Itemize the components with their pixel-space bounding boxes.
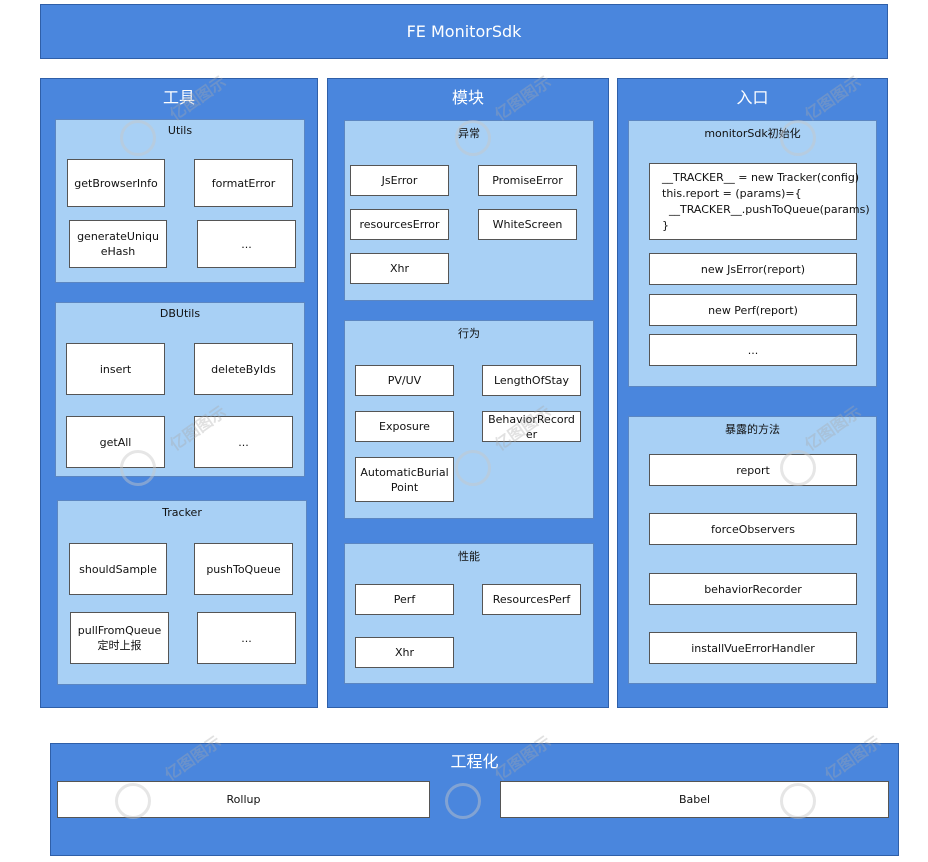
behavior-item-2: Exposure (355, 411, 454, 442)
utils-item-3: ... (197, 220, 296, 268)
exception-item-4: Xhr (350, 253, 449, 284)
utils-item-0: getBrowserInfo (67, 159, 165, 207)
utils-item-2: generateUniqueHash (69, 220, 167, 268)
engineering-item-rollup: Rollup (57, 781, 430, 818)
tracker-item-1: pushToQueue (194, 543, 293, 595)
modules-title: 模块 (451, 88, 484, 107)
dbutils-item-0: insert (66, 343, 165, 395)
utils-item-1: formatError (194, 159, 293, 207)
tracker-item-3: ... (197, 612, 296, 664)
init-item-1: new Perf(report) (649, 294, 857, 326)
methods-item-1: forceObservers (649, 513, 857, 545)
behavior-item-1: LengthOfStay (482, 365, 581, 396)
behavior-title: 行为 (458, 327, 480, 340)
sdk-title-bar: FE MonitorSdk (40, 4, 888, 59)
behavior-item-4: AutomaticBurialPoint (355, 457, 454, 502)
init-code-box: __TRACKER__ = new Tracker(config) this.r… (649, 163, 870, 240)
behavior-item-3: BehaviorRecorder (482, 411, 581, 442)
tools-title: 工具 (162, 88, 195, 107)
dbutils-item-3: ... (194, 416, 293, 468)
exception-title: 异常 (458, 127, 480, 140)
methods-title: 暴露的方法 (725, 423, 780, 436)
entry-title: 入口 (736, 88, 769, 107)
exception-item-3: WhiteScreen (478, 209, 577, 240)
dbutils-item-1: deleteByIds (194, 343, 293, 395)
init-item-2: ... (649, 334, 857, 366)
methods-item-2: behaviorRecorder (649, 573, 857, 605)
performance-title: 性能 (458, 550, 480, 563)
dbutils-item-2: getAll (66, 416, 165, 468)
tracker-item-0: shouldSample (69, 543, 167, 595)
methods-item-3: installVueErrorHandler (649, 632, 857, 664)
exception-item-2: resourcesError (350, 209, 449, 240)
performance-item-0: Perf (355, 584, 454, 615)
methods-item-0: report (649, 454, 857, 486)
exception-item-1: PromiseError (478, 165, 577, 196)
engineering-item-babel: Babel (500, 781, 889, 818)
tracker-item-2: pullFromQueue定时上报 (70, 612, 169, 664)
behavior-item-0: PV/UV (355, 365, 454, 396)
engineering-title: 工程化 (450, 752, 499, 771)
performance-item-1: ResourcesPerf (482, 584, 581, 615)
sdk-title: FE MonitorSdk (406, 22, 522, 41)
utils-title: Utils (167, 124, 193, 137)
tracker-title: Tracker (162, 506, 202, 519)
init-item-0: new JsError(report) (649, 253, 857, 285)
performance-item-2: Xhr (355, 637, 454, 668)
exception-item-0: JsError (350, 165, 449, 196)
dbutils-title: DBUtils (159, 307, 201, 320)
init-title: monitorSdk初始化 (704, 127, 801, 140)
